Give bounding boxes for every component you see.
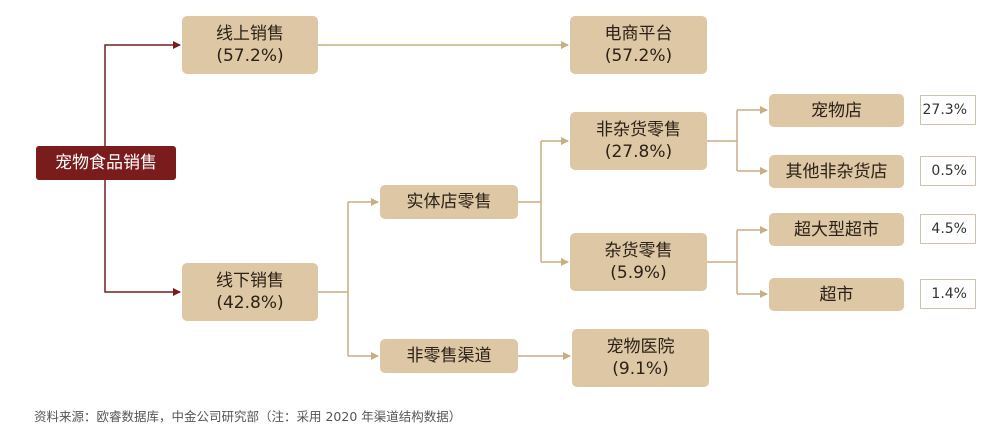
- tan-connectors: [318, 41, 768, 360]
- root-label: 宠物食品销售: [55, 153, 157, 173]
- other-non-grocery-label: 其他非杂货店: [785, 161, 888, 182]
- node-physical-retail: 实体店零售: [380, 185, 518, 219]
- node-ecommerce: 电商平台 (57.2%): [570, 16, 707, 74]
- pet-store-value: 27.3%: [922, 102, 967, 118]
- pet-hospital-pct: (9.1%): [612, 359, 669, 379]
- hypermarket-label: 超大型超市: [794, 219, 879, 240]
- node-supermarket: 超市: [769, 278, 904, 311]
- pet-store-label: 宠物店: [811, 100, 862, 121]
- node-pet-store: 宠物店: [769, 94, 904, 127]
- grocery-label: 杂货零售: [604, 241, 673, 261]
- supermarket-label: 超市: [819, 284, 854, 305]
- ecommerce-pct: (57.2%): [604, 46, 673, 66]
- node-grocery-retail: 杂货零售 (5.9%): [570, 233, 707, 291]
- offline-pct: (42.8%): [216, 293, 284, 313]
- physical-retail-label: 实体店零售: [406, 192, 492, 212]
- source-note: 资料来源：欧睿数据库，中金公司研究部（注：采用 2020 年渠道结构数据）: [34, 409, 462, 424]
- grocery-pct: (5.9%): [610, 263, 667, 283]
- supermarket-value: 1.4%: [931, 286, 967, 302]
- root-node-pet-food-sales: 宠物食品销售: [36, 146, 176, 180]
- node-non-grocery-retail: 非杂货零售 (27.8%): [570, 112, 707, 170]
- hypermarket-value: 4.5%: [931, 221, 967, 237]
- node-pet-hospital: 宠物医院 (9.1%): [572, 329, 709, 387]
- online-label: 线上销售: [216, 24, 284, 44]
- node-other-non-grocery-store: 其他非杂货店: [769, 155, 904, 188]
- online-pct: (57.2%): [216, 46, 284, 66]
- non-grocery-pct: (27.8%): [604, 142, 673, 162]
- value-supermarket: 1.4%: [920, 279, 976, 309]
- node-online-sales: 线上销售 (57.2%): [182, 16, 318, 74]
- value-hypermarket: 4.5%: [920, 214, 976, 244]
- root-connector: [104, 41, 181, 296]
- node-non-retail-channel: 非零售渠道: [380, 339, 518, 373]
- non-grocery-label: 非杂货零售: [596, 120, 681, 140]
- node-hypermarket: 超大型超市: [769, 213, 904, 246]
- node-offline-sales: 线下销售 (42.8%): [182, 263, 318, 321]
- value-pet-store: 27.3%: [920, 95, 976, 125]
- other-non-grocery-value: 0.5%: [931, 163, 967, 179]
- pet-hospital-label: 宠物医院: [606, 337, 675, 357]
- value-other-non-grocery-store: 0.5%: [920, 156, 976, 186]
- ecommerce-label: 电商平台: [604, 24, 673, 44]
- non-retail-label: 非零售渠道: [406, 346, 492, 366]
- offline-label: 线下销售: [216, 271, 284, 291]
